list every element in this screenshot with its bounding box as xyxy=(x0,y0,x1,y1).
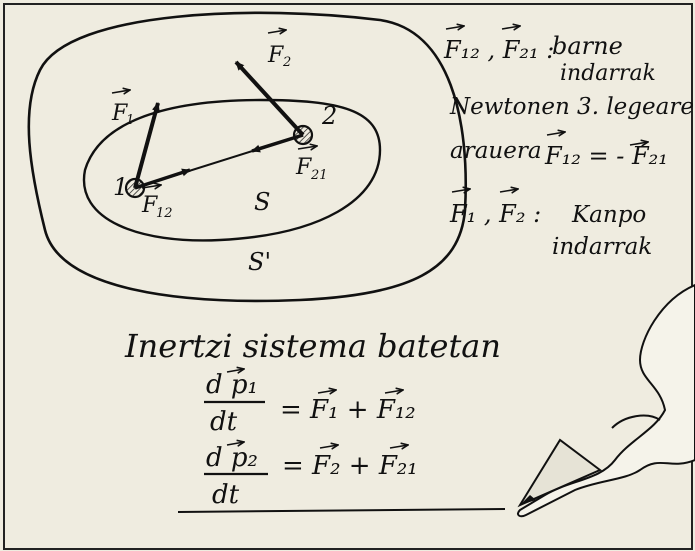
finger-outline xyxy=(611,414,661,429)
pencil-hand-shape xyxy=(516,283,695,518)
vector-arrow-icon xyxy=(451,189,470,192)
force-f2-label: F 2 xyxy=(267,30,291,70)
vector-arrow-icon xyxy=(297,146,317,149)
inner-region-label: S xyxy=(254,188,270,216)
newton-law-note: Newtonen 3. legearen arauera F₁₂ = - F₂₁ xyxy=(449,94,695,170)
equation-1-numerator: d p₁ xyxy=(206,370,258,400)
equations-heading: Inertzi sistema batetan xyxy=(124,327,501,365)
svg-text:21: 21 xyxy=(310,168,328,183)
newton-law-line1: Newtonen 3. legearen xyxy=(449,94,695,120)
page-border xyxy=(3,3,693,550)
vector-arrow-icon xyxy=(501,26,520,29)
force-f21-label: F 21 xyxy=(295,146,328,183)
equation-1-denominator: dt xyxy=(210,407,238,437)
vector-arrow-icon xyxy=(226,442,244,445)
force-f1-arrow xyxy=(133,102,160,189)
svg-text:1: 1 xyxy=(126,113,134,128)
vector-arrow-icon xyxy=(384,390,403,393)
outer-region-label: S' xyxy=(248,248,271,276)
inner-region-boundary xyxy=(82,98,382,242)
svg-text:F: F xyxy=(141,193,158,218)
pencil-tip xyxy=(520,495,536,505)
external-forces-note: F₁ , F₂ : Kanpo indarrak xyxy=(449,189,652,260)
internal-forces-note: F₁₂ , F₂₁ : barne indarrak xyxy=(443,26,656,86)
svg-text:12: 12 xyxy=(156,206,173,221)
equation-2: d p₂ dt = F₂ + F₂₁ xyxy=(204,442,418,510)
vector-arrow-icon xyxy=(111,90,130,93)
vector-arrow-icon xyxy=(445,26,464,29)
equation-2-numerator: d p₂ xyxy=(206,443,258,473)
vector-arrow-icon xyxy=(226,369,244,372)
underline-stroke xyxy=(177,508,506,513)
force-f21-arrow xyxy=(251,133,304,153)
vector-arrow-icon xyxy=(141,185,161,188)
outer-region-boundary xyxy=(27,11,467,303)
external-forces-symbols: F₁ , F₂ : xyxy=(449,200,541,228)
newton-law-line2: arauera xyxy=(450,138,542,164)
vector-arrow-icon xyxy=(629,142,648,145)
force-f12-arrow xyxy=(134,168,191,190)
hand-with-pencil-illustration xyxy=(516,283,695,518)
internal-forces-symbols: F₁₂ , F₂₁ : xyxy=(443,36,554,64)
force-f12-label: F 12 xyxy=(141,185,173,221)
vector-arrow-icon xyxy=(319,445,338,448)
equation-2-rhs: = F₂ + F₂₁ xyxy=(282,451,418,481)
equation-2-denominator: dt xyxy=(212,480,240,510)
body-2-label: 2 xyxy=(321,102,337,130)
internal-forces-word1: barne xyxy=(552,32,623,60)
equation-1-rhs: = F₁ + F₁₂ xyxy=(280,395,416,425)
external-forces-word1: Kanpo xyxy=(571,202,646,228)
internal-forces-word2: indarrak xyxy=(560,61,656,86)
vector-arrow-icon xyxy=(546,132,565,135)
body-1-label: 1 xyxy=(113,173,128,201)
vector-arrow-icon xyxy=(267,30,286,33)
svg-text:F: F xyxy=(295,155,312,180)
vector-arrow-icon xyxy=(389,445,408,448)
force-f2-arrow xyxy=(234,60,305,137)
force-f1-label: F 1 xyxy=(111,90,134,128)
external-forces-word2: indarrak xyxy=(552,234,652,260)
svg-text:F: F xyxy=(267,43,284,68)
svg-text:2: 2 xyxy=(282,55,291,70)
equation-1: d p₁ dt = F₁ + F₁₂ xyxy=(204,369,416,437)
pencil-body xyxy=(517,438,602,508)
vector-arrow-icon xyxy=(499,189,518,192)
vector-arrow-icon xyxy=(317,390,336,393)
svg-text:F: F xyxy=(111,101,128,126)
newton-law-equation: F₁₂ = - F₂₁ xyxy=(544,142,668,170)
